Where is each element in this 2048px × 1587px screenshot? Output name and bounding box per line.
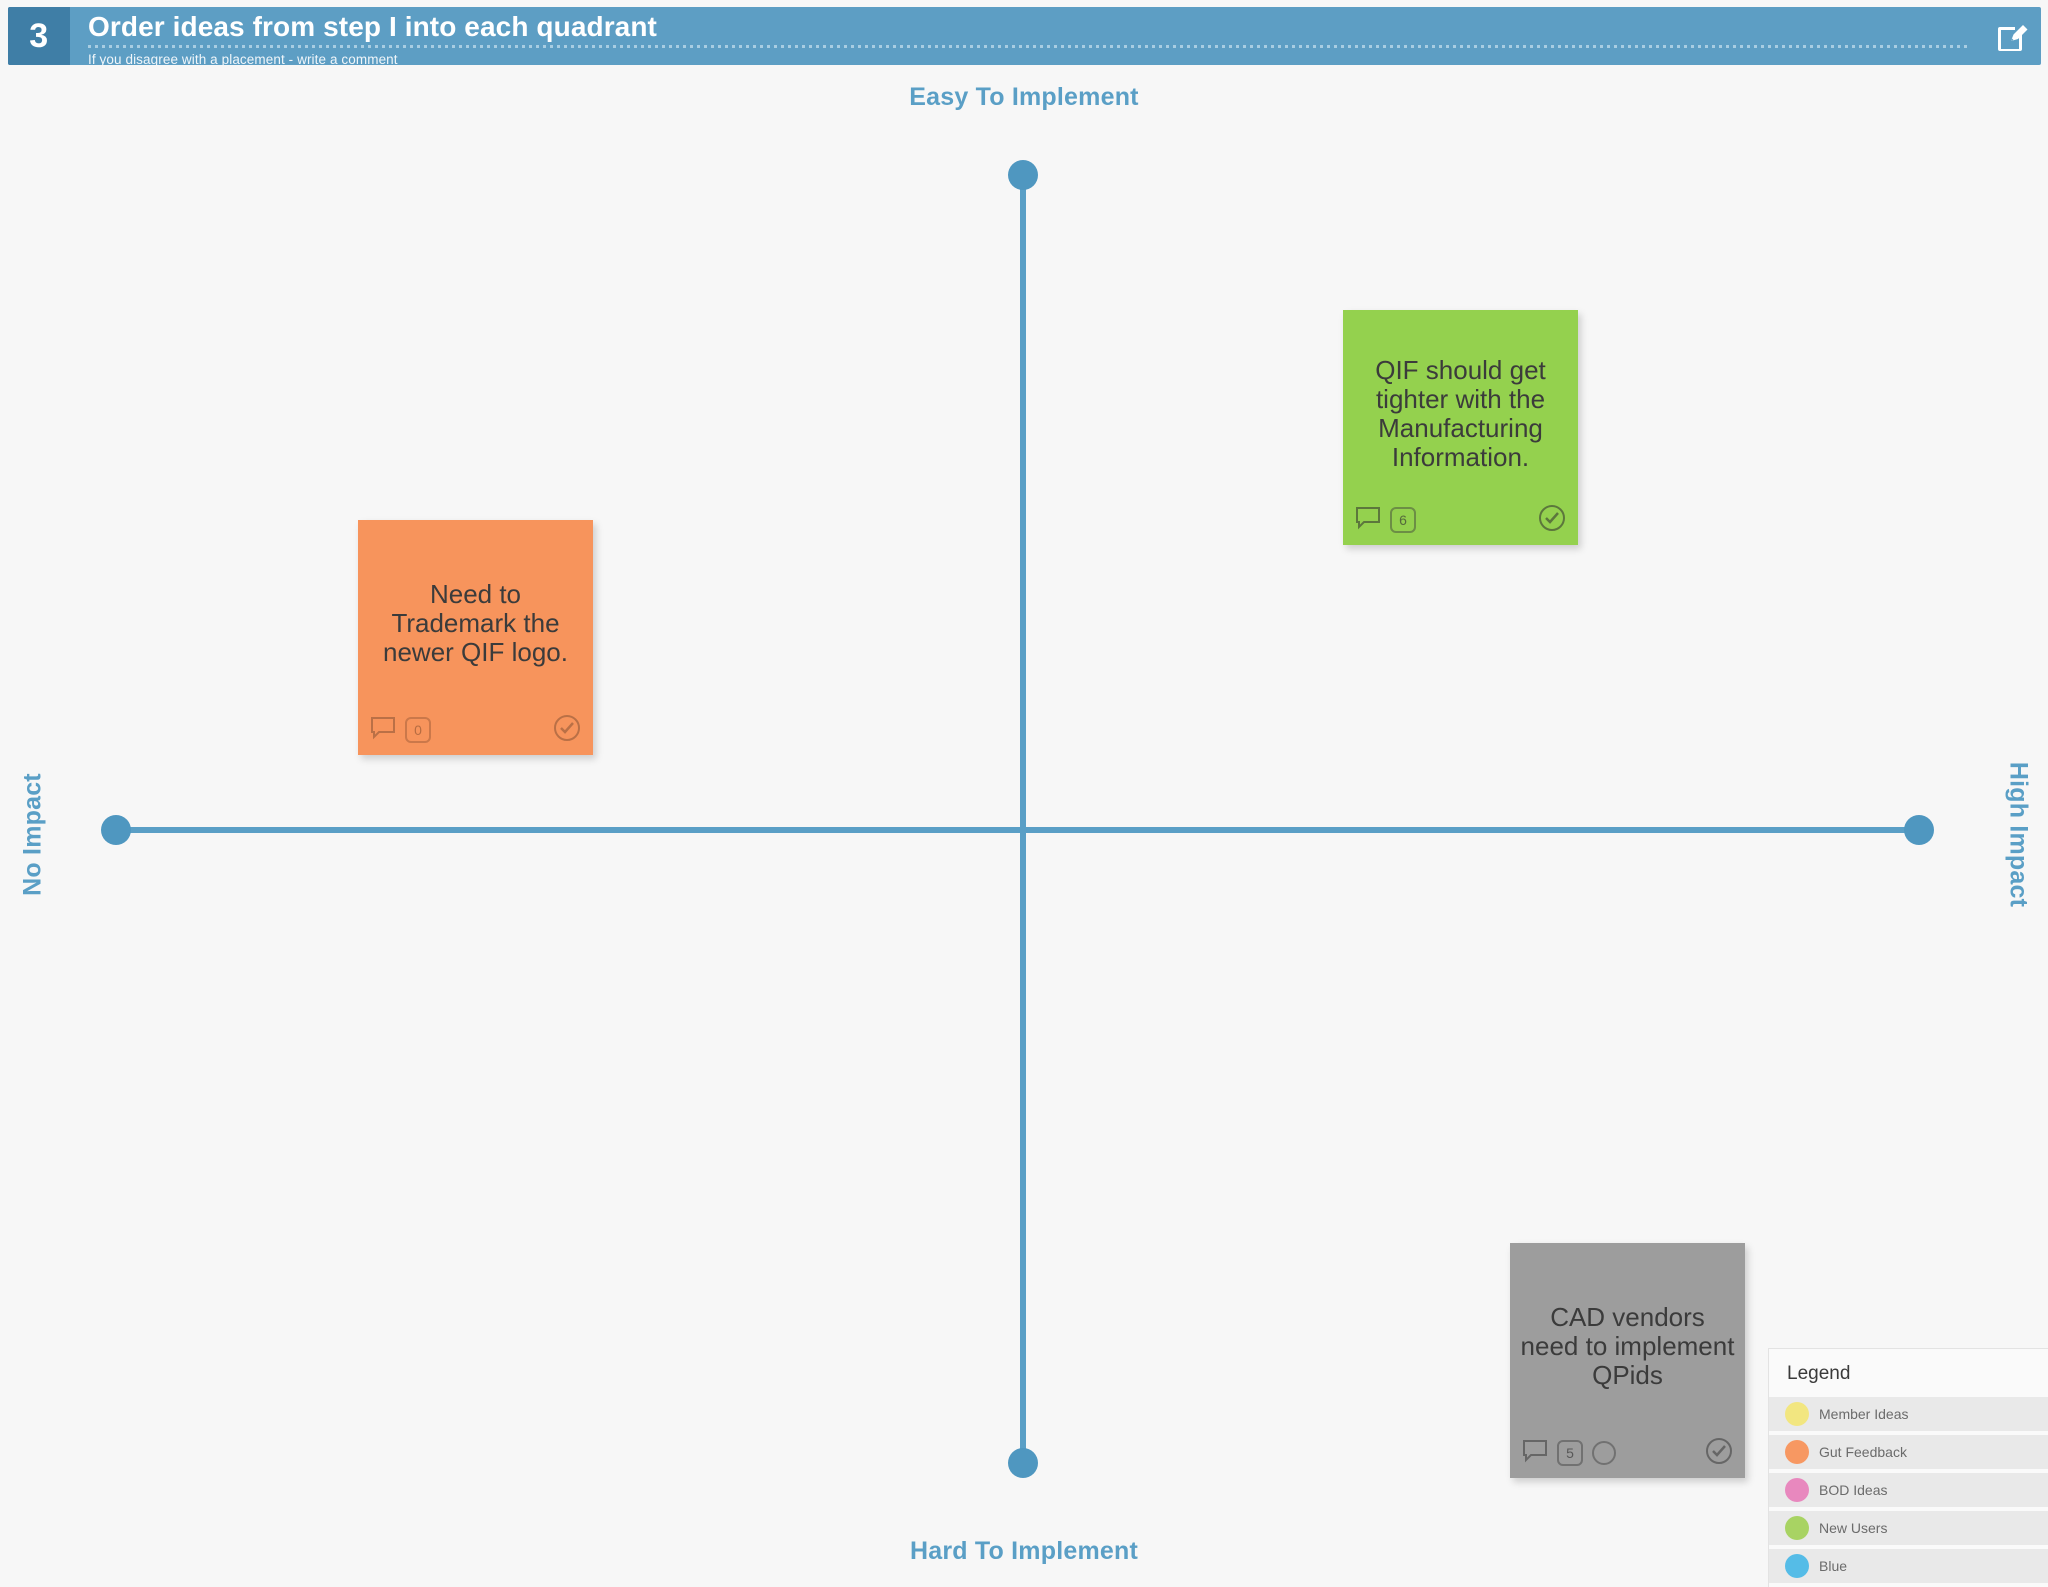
header-divider-dots (88, 45, 1971, 48)
axis-cap-right (1904, 815, 1934, 845)
legend-panel: Legend Member Ideas Gut Feedback BOD Ide… (1768, 1348, 2048, 1587)
comment-count-badge: 0 (405, 717, 431, 743)
axis-cap-top (1008, 160, 1038, 190)
comment-bubble-icon[interactable] (1522, 1439, 1548, 1468)
axis-cap-left (101, 815, 131, 845)
comment-count-badge: 5 (1557, 1440, 1583, 1466)
legend-item-bod-ideas[interactable]: BOD Ideas (1769, 1473, 2048, 1507)
legend-color-swatch (1785, 1478, 1809, 1502)
check-circle-icon[interactable] (553, 714, 581, 747)
legend-title: Legend (1787, 1363, 1851, 1384)
legend-item-label: BOD Ideas (1819, 1482, 1888, 1498)
page-subtitle: If you disagree with a placement - write… (88, 52, 398, 65)
legend-item-label: Member Ideas (1819, 1406, 1909, 1422)
check-circle-icon[interactable] (1538, 504, 1566, 537)
legend-color-swatch (1785, 1554, 1809, 1578)
sticky-note[interactable]: CAD vendors need to implement QPids 5 (1510, 1243, 1745, 1478)
axis-cap-bottom (1008, 1448, 1038, 1478)
sticky-note-body: Need to Trademark the newer QIF logo. (358, 520, 593, 713)
edit-pencil-square-icon[interactable] (1995, 19, 2031, 55)
legend-item-gut-feedback[interactable]: Gut Feedback (1769, 1435, 2048, 1469)
sticky-note-footer: 6 (1343, 503, 1578, 545)
check-circle-icon[interactable] (1705, 1437, 1733, 1470)
legend-item-blue[interactable]: Blue (1769, 1549, 2048, 1583)
comment-count-badge: 6 (1390, 507, 1416, 533)
comment-bubble-icon[interactable] (370, 716, 396, 745)
step-header: 3 Order ideas from step I into each quad… (8, 7, 2041, 65)
legend-color-swatch (1785, 1440, 1809, 1464)
axis-label-top: Easy To Implement (909, 83, 1139, 111)
legend-item-member-ideas[interactable]: Member Ideas (1769, 1397, 2048, 1431)
horizontal-axis (115, 827, 1933, 833)
legend-item-new-users[interactable]: New Users (1769, 1511, 2048, 1545)
header-text-block: Order ideas from step I into each quadra… (70, 7, 2041, 65)
axis-label-bottom: Hard To Implement (910, 1537, 1138, 1565)
legend-color-swatch (1785, 1516, 1809, 1540)
legend-item-label: Gut Feedback (1819, 1444, 1907, 1460)
sticky-note-text: Need to Trademark the newer QIF logo. (383, 579, 568, 667)
sticky-note-text: QIF should get tighter with the Manufact… (1375, 354, 1546, 472)
legend-item-label: New Users (1819, 1520, 1888, 1536)
sticky-note-footer: 0 (358, 713, 593, 755)
sticky-note[interactable]: QIF should get tighter with the Manufact… (1343, 310, 1578, 545)
axis-label-left: No Impact (18, 773, 47, 896)
sticky-note-text: CAD vendors need to implement QPids (1520, 1302, 1735, 1390)
sticky-note[interactable]: Need to Trademark the newer QIF logo. 0 (358, 520, 593, 755)
sticky-note-footer: 5 (1510, 1436, 1745, 1478)
comment-bubble-icon[interactable] (1355, 506, 1381, 535)
page-title: Order ideas from step I into each quadra… (88, 11, 657, 42)
step-number-badge: 3 (8, 7, 70, 65)
legend-item-label: Blue (1819, 1558, 1848, 1574)
sticky-note-body: CAD vendors need to implement QPids (1510, 1243, 1745, 1436)
sticky-note-body: QIF should get tighter with the Manufact… (1343, 310, 1578, 503)
vote-circle-icon[interactable] (1592, 1441, 1616, 1465)
legend-color-swatch (1785, 1402, 1809, 1426)
axis-label-right: High Impact (2004, 761, 2033, 908)
vertical-axis (1020, 175, 1026, 1475)
